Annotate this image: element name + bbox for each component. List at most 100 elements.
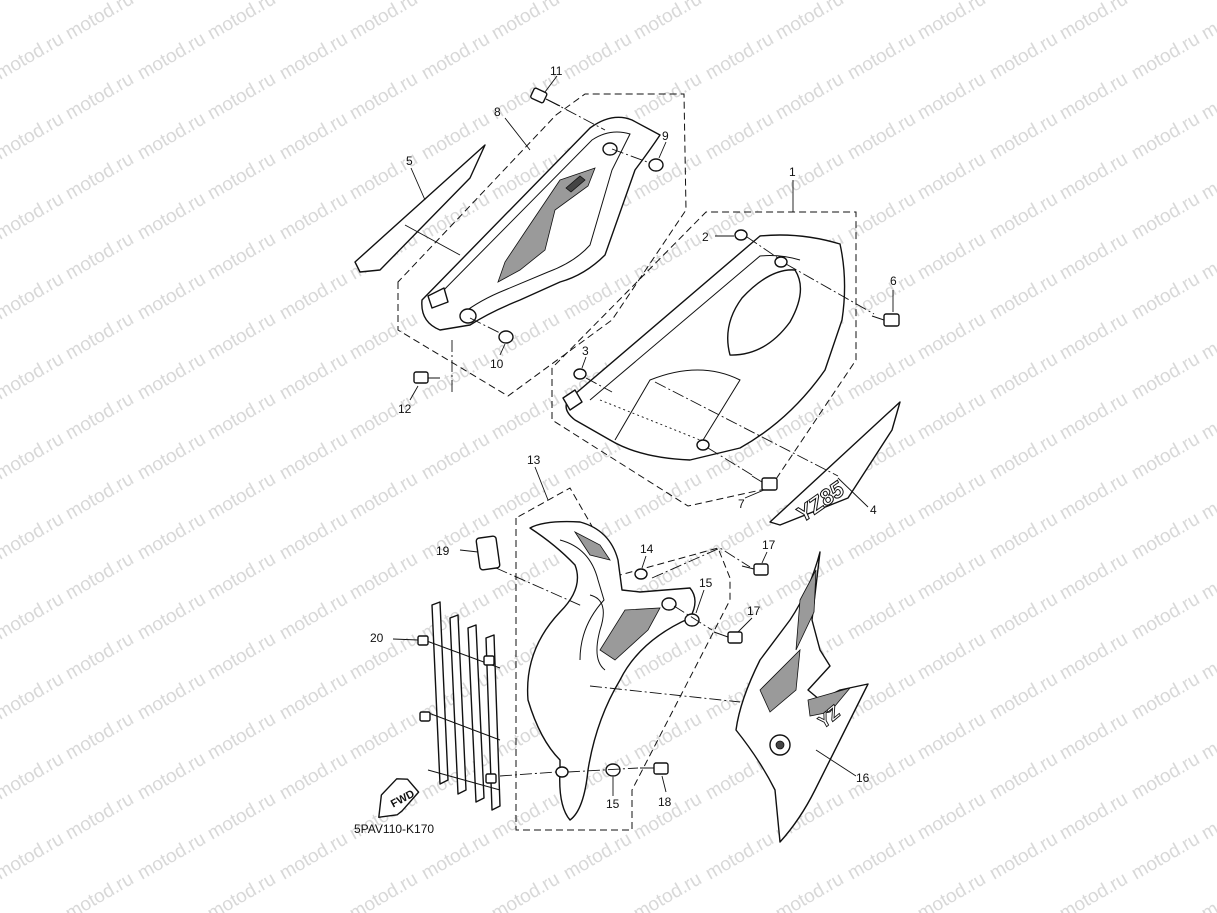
watermark-text: motod.ru: [0, 189, 67, 245]
radiator-guard-part-20: [417, 601, 501, 811]
watermark-text: motod.ru: [844, 589, 919, 645]
leader-16: [815, 749, 857, 777]
callout-12: 12: [398, 402, 412, 416]
watermark-text: motod.ru: [204, 709, 279, 765]
watermark-text: motod.ru: [134, 829, 209, 885]
side-cover-1-tab: [562, 389, 583, 411]
watermark-text: motod.ru: [1056, 549, 1131, 605]
side-cover-window: [497, 167, 596, 283]
bolt-part-6: [871, 313, 900, 327]
watermark-text: motod.ru: [1198, 869, 1217, 913]
watermark-text: motod.ru: [1198, 549, 1217, 605]
watermark-text: motod.ru: [62, 0, 137, 44]
watermark-text: motod.ru: [62, 149, 137, 205]
watermark-text: motod.ru: [1056, 869, 1131, 913]
centerline-7: [707, 447, 753, 476]
watermark-text: motod.ru: [986, 589, 1061, 645]
watermark-text: motod.ru: [134, 669, 209, 725]
watermark-text: motod.ru: [418, 829, 493, 885]
side-cover-1-cutout: [727, 269, 802, 356]
watermark-text: motod.ru: [134, 509, 209, 565]
watermark-text: motod.ru: [418, 349, 493, 405]
watermark-text: motod.ru: [204, 309, 279, 365]
watermark-text: motod.ru: [1128, 749, 1203, 805]
callout-1: 1: [789, 165, 796, 179]
watermark-text: motod.ru: [204, 389, 279, 445]
watermark-text: motod.ru: [0, 269, 67, 325]
callout-16: 16: [856, 771, 870, 785]
watermark-text: motod.ru: [986, 829, 1061, 885]
centerline-18: [567, 767, 639, 773]
leader-3: [581, 356, 587, 369]
shroud-graphic-2: [599, 607, 661, 661]
watermark-text: motod.ru: [0, 749, 67, 805]
watermark-text: motod.ru: [276, 29, 351, 85]
watermark-text: motod.ru: [986, 29, 1061, 85]
watermark-text: motod.ru: [134, 0, 209, 4]
watermark-text: motod.ru: [134, 749, 209, 805]
watermark-text: motod.ru: [1056, 309, 1131, 365]
callout-17-lower: 17: [747, 604, 761, 618]
callout-3: 3: [582, 344, 589, 358]
watermark-text: motod.ru: [0, 429, 67, 485]
watermark-text: motod.ru: [914, 789, 989, 845]
leader-15a: [695, 589, 705, 614]
watermark-text: motod.ru: [1128, 589, 1203, 645]
watermark-text: motod.ru: [0, 349, 67, 405]
watermark-text: motod.ru: [986, 749, 1061, 805]
centerline-6: [785, 263, 875, 315]
decal-part-4: [769, 401, 901, 526]
centerline-14: [495, 567, 583, 607]
watermark-text: motod.ru: [1128, 29, 1203, 85]
watermark-text: motod.ru: [276, 0, 351, 4]
watermark-text: motod.ru: [1198, 629, 1217, 685]
leader-5: [410, 167, 426, 201]
watermark-text: motod.ru: [1128, 269, 1203, 325]
watermark-text: motod.ru: [204, 869, 279, 913]
watermark-text: motod.ru: [772, 149, 847, 205]
leader-4: [837, 477, 869, 508]
centerline-11: [547, 99, 606, 131]
watermark-text: motod.ru: [914, 389, 989, 445]
watermark-text: motod.ru: [560, 829, 635, 885]
watermark-text: motod.ru: [134, 109, 209, 165]
watermark-text: motod.ru: [0, 0, 67, 4]
watermark-text: motod.ru: [844, 29, 919, 85]
callout-4: 4: [870, 503, 877, 517]
watermark-text: motod.ru: [204, 549, 279, 605]
watermark-text: motod.ru: [914, 229, 989, 285]
watermark-text: motod.ru: [630, 869, 705, 913]
watermark-text: motod.ru: [986, 0, 1061, 4]
watermark-text: motod.ru: [62, 229, 137, 285]
callout-13: 13: [527, 453, 541, 467]
callout-labels: 1 2 3 4 5 6 7 8 9 10 11 12 13 14 15 15 1…: [370, 64, 897, 811]
watermark-text: motod.ru: [914, 709, 989, 765]
bolt-part-17-upper: [741, 563, 769, 576]
watermark-text: motod.ru: [1128, 829, 1203, 885]
watermark-text: motod.ru: [418, 0, 493, 4]
shroud-inner-line: [559, 539, 605, 661]
bolt-part-18: [640, 762, 669, 775]
diagram-code: 5PAV110-K170: [354, 822, 434, 836]
centerline-20: [499, 771, 557, 777]
centerline-16: [589, 685, 741, 703]
watermark-text: motod.ru: [62, 389, 137, 445]
watermark-text: motod.ru: [844, 349, 919, 405]
watermark-text: motod.ru: [204, 149, 279, 205]
watermark-text: motod.ru: [0, 589, 67, 645]
watermark-text: motod.ru: [62, 469, 137, 525]
watermark-text: motod.ru: [62, 549, 137, 605]
watermark-text: motod.ru: [986, 669, 1061, 725]
centerline-4: [654, 381, 839, 477]
watermark-text: motod.ru: [204, 69, 279, 125]
side-cover-inner-line: [431, 131, 631, 315]
watermark-text: motod.ru: [276, 269, 351, 325]
graphic-16-stripe-2: [759, 648, 801, 713]
watermark-text: motod.ru: [276, 669, 351, 725]
watermark-text: motod.ru: [630, 0, 705, 44]
callout-19: 19: [436, 544, 450, 558]
watermark-text: motod.ru: [276, 349, 351, 405]
watermark-text: motod.ru: [914, 0, 989, 44]
side-cover-1-lower-panel: [614, 369, 741, 446]
